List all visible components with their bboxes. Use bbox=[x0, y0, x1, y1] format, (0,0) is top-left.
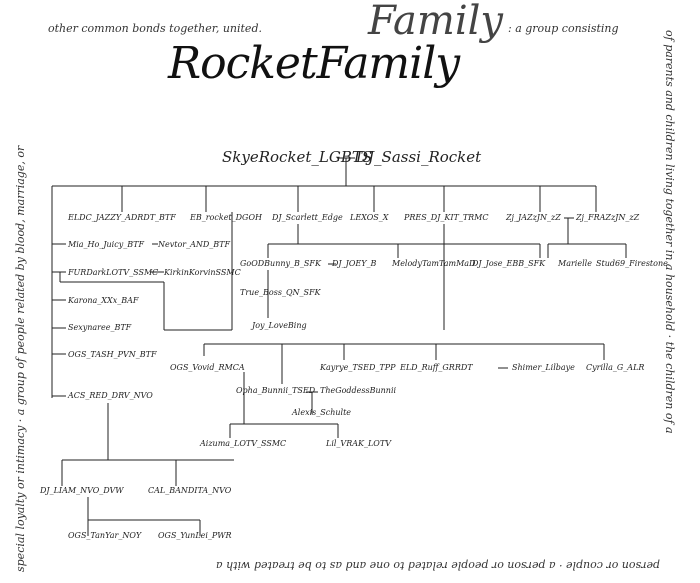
node-eldc-jazzy: ELDC_JAZZY_ADRDT_BTF bbox=[68, 213, 176, 222]
node-zj-jazjin: Zj_JAZzJN_zZ bbox=[506, 213, 561, 222]
node-cal-bandita: CAL_BANDITA_NVO bbox=[148, 486, 232, 495]
root-right-label: DJ_Sassi_Rocket bbox=[356, 148, 482, 166]
node-mia: Mia_Ho_Juicy_BTF bbox=[68, 240, 144, 249]
definition-text-top-left: other common bonds together, united. bbox=[48, 22, 262, 35]
node-opha: Opha_Bunnii_TSED bbox=[236, 386, 316, 395]
node-karona: Karona_XXx_BAF bbox=[68, 296, 139, 305]
node-eld-ruff: ELD_Ruff_GRRDT bbox=[400, 363, 473, 372]
node-nevtor: Nevtor_AND_BTF bbox=[158, 240, 231, 249]
node-ogs-yunlei: OGS_YunLei_PWR bbox=[158, 531, 232, 540]
node-kayrye: Kayrye_TSED_TPP bbox=[320, 363, 396, 372]
node-zj-frazjin: Zj_FRAZzJN_zZ bbox=[576, 213, 640, 222]
root-left-label: SkyeRocket_LGBTS bbox=[222, 148, 373, 166]
node-sexynaree: Sexynaree_BTF bbox=[68, 323, 132, 332]
definition-text-top-right: : a group consisting bbox=[508, 22, 619, 35]
node-stud69: Stud69_Firestone bbox=[596, 259, 668, 268]
node-pres: PRES_DJ_KIT_TRMC bbox=[404, 213, 489, 222]
family-word-heading: Family bbox=[368, 0, 503, 44]
node-eb-rocket: EB_rocket_DGOH bbox=[190, 213, 262, 222]
node-melody: MelodyTamTamMaD bbox=[392, 259, 476, 268]
node-shimer: Shimer_Lilbaye bbox=[512, 363, 575, 372]
node-ogs-tanyar: OGS_TanYar_NOY bbox=[68, 531, 142, 540]
node-alexis: Alexis_Schulte bbox=[292, 408, 352, 417]
node-lil-vrak: Lil_VRAK_LOTV bbox=[326, 439, 391, 448]
node-cyrilla: Cyrilla_G_ALR bbox=[586, 363, 645, 372]
definition-text-right: of parents and children living together … bbox=[663, 30, 676, 434]
definition-text-bottom: person or couple · a person or people re… bbox=[215, 559, 660, 572]
node-marielle: Marielle bbox=[558, 259, 592, 268]
node-dj-scarlett: DJ_Scarlett_Edge bbox=[272, 213, 343, 222]
definition-text-left: special loyalty or intimacy · a group of… bbox=[14, 145, 27, 572]
node-true-boss: True_Boss_QN_SFK bbox=[240, 288, 321, 297]
node-goddess: TheGoddessBunnii bbox=[320, 386, 397, 395]
node-ogs-tash: OGS_TASH_PVN_BTF bbox=[68, 350, 157, 359]
node-joy: Joy_LoveBing bbox=[252, 321, 307, 330]
node-ogs-vovid: OGS_Vovid_RMCA bbox=[170, 363, 245, 372]
node-goodbunny: GoODBunny_B_SFK bbox=[240, 259, 321, 268]
node-kirkin: KirkinKorvinSSMC bbox=[164, 268, 241, 277]
node-aizuma: Aizuma_LOTV_SSMC bbox=[200, 439, 287, 448]
node-dj-joey: DJ_JOEY_B bbox=[332, 259, 377, 268]
page-title: RocketFamily bbox=[168, 38, 460, 89]
node-furdark: FURDarkLOTV_SSMC bbox=[68, 268, 159, 277]
node-lexos: LEXOS_X bbox=[350, 213, 389, 222]
node-dj-liam: DJ_LIAM_NVO_DVW bbox=[40, 486, 124, 495]
node-dj-jose: DJ_Jose_EBB_SFK bbox=[472, 259, 546, 268]
node-acs-red: ACS_RED_DRV_NVO bbox=[68, 391, 153, 400]
